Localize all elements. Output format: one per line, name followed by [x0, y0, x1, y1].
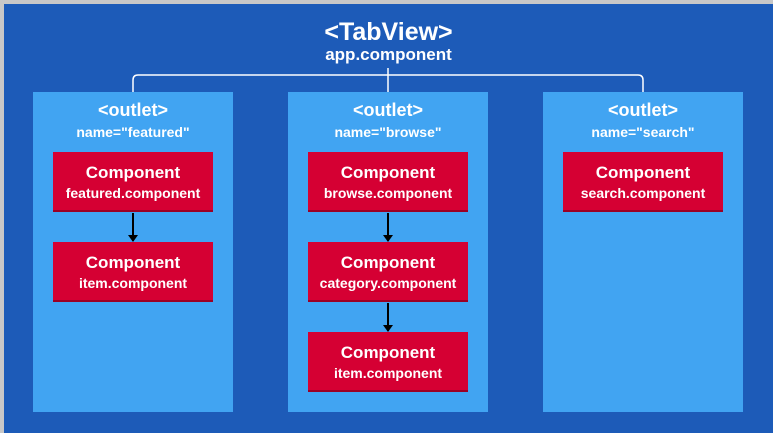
- component-category: Component category.component: [308, 242, 468, 302]
- component-title: Component: [85, 163, 181, 182]
- diagram-canvas: <TabView> app.component <outlet> name="f…: [4, 4, 773, 433]
- outlet-name: name="featured": [76, 124, 190, 140]
- component-file: category.component: [319, 275, 457, 291]
- outlet-browse: <outlet> name="browse" Component browse.…: [288, 92, 488, 412]
- outlet-name: name="browse": [334, 124, 442, 140]
- outlet-search: <outlet> name="search" Component search.…: [543, 92, 743, 412]
- component-item: Component item.component: [308, 332, 468, 392]
- component-title: Component: [340, 343, 436, 362]
- arrow-down-icon: [383, 213, 393, 242]
- component-file: browse.component: [323, 185, 453, 201]
- component-item: Component item.component: [53, 242, 213, 302]
- outlet-title: <outlet>: [607, 100, 678, 120]
- outlet-name: name="search": [591, 124, 695, 140]
- outlet-title: <outlet>: [352, 100, 423, 120]
- component-title: Component: [595, 163, 691, 182]
- component-file: item.component: [333, 365, 443, 381]
- component-title: Component: [340, 163, 436, 182]
- outlet-featured: <outlet> name="featured" Component featu…: [33, 92, 233, 412]
- component-file: search.component: [580, 185, 706, 201]
- arrow-down-icon: [383, 303, 393, 332]
- component-featured: Component featured.component: [53, 152, 213, 212]
- outlet-title: <outlet>: [97, 100, 168, 120]
- component-file: featured.component: [65, 185, 201, 201]
- component-browse: Component browse.component: [308, 152, 468, 212]
- component-search: Component search.component: [563, 152, 723, 212]
- component-title: Component: [340, 253, 436, 272]
- arrow-down-icon: [128, 213, 138, 242]
- app-component-label: app.component: [325, 45, 452, 64]
- component-title: Component: [85, 253, 181, 272]
- tabview-title: <TabView>: [324, 18, 453, 46]
- component-file: item.component: [78, 275, 188, 291]
- tree-connectors: [132, 68, 644, 92]
